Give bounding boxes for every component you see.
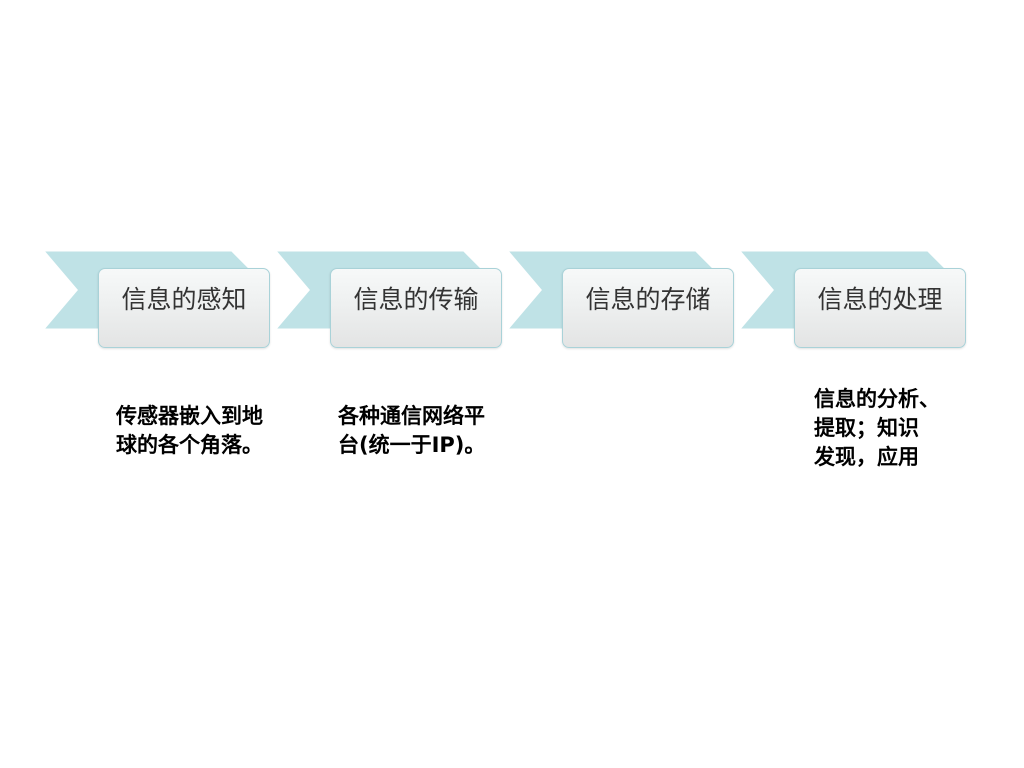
stage-box: 信息的存储	[562, 268, 734, 348]
description-sensing: 传感器嵌入到地 球的各个角落。	[116, 402, 263, 460]
stage-processing: 信息的处理	[738, 246, 970, 352]
stage-label: 信息的存储	[585, 285, 711, 314]
description-transmission: 各种通信网络平 台(统一于IP)。	[338, 402, 485, 460]
stage-label: 信息的处理	[817, 285, 943, 314]
stage-sensing: 信息的感知	[42, 246, 274, 352]
stage-box: 信息的感知	[98, 268, 270, 348]
stage-transmission: 信息的传输	[274, 246, 506, 352]
description-line: 台(统一于IP)。	[338, 433, 486, 457]
stage-storage: 信息的存储	[506, 246, 738, 352]
description-line: 信息的分析、	[814, 387, 940, 411]
description-line: 球的各个角落。	[116, 433, 263, 457]
description-line: 传感器嵌入到地	[116, 404, 263, 428]
stage-box: 信息的传输	[330, 268, 502, 348]
description-line: 发现，应用	[814, 445, 919, 469]
stage-label: 信息的传输	[353, 285, 479, 314]
description-line: 各种通信网络平	[338, 404, 485, 428]
description-processing: 信息的分析、 提取；知识 发现，应用	[814, 385, 940, 472]
stage-box: 信息的处理	[794, 268, 966, 348]
stage-label: 信息的感知	[121, 285, 247, 314]
description-line: 提取；知识	[814, 416, 919, 440]
